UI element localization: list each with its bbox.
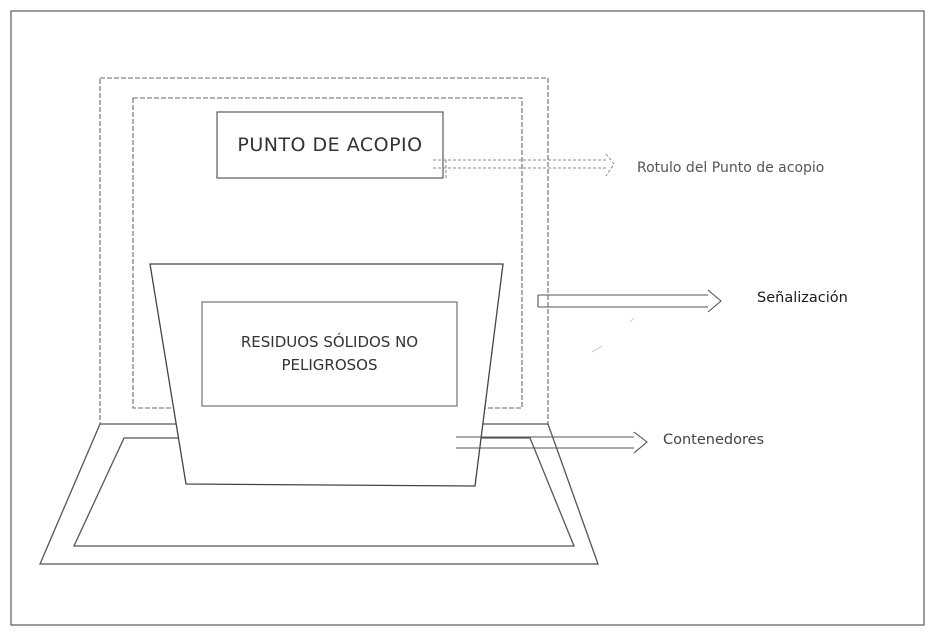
callout-rotulo: Rotulo del Punto de acopio [637, 160, 825, 176]
outer-frame [10, 10, 925, 626]
scan-marks [591, 317, 635, 353]
container-label-line2: PELIGROSOS [281, 356, 378, 374]
sign-title: PUNTO DE ACOPIO [237, 134, 423, 156]
contenedores-arrow [456, 431, 648, 454]
rotulo-arrow [433, 153, 615, 180]
callout-senalizacion: Señalización [757, 290, 848, 306]
container-label: RESIDUOS SÓLIDOS NO PELIGROSOS [202, 302, 457, 406]
senalizacion-arrow [537, 289, 722, 313]
container-label-box [201, 301, 458, 407]
callout-contenedores: Contenedores [663, 432, 765, 448]
sign-box [216, 111, 444, 179]
container-label-line1: RESIDUOS SÓLIDOS NO [240, 333, 419, 351]
